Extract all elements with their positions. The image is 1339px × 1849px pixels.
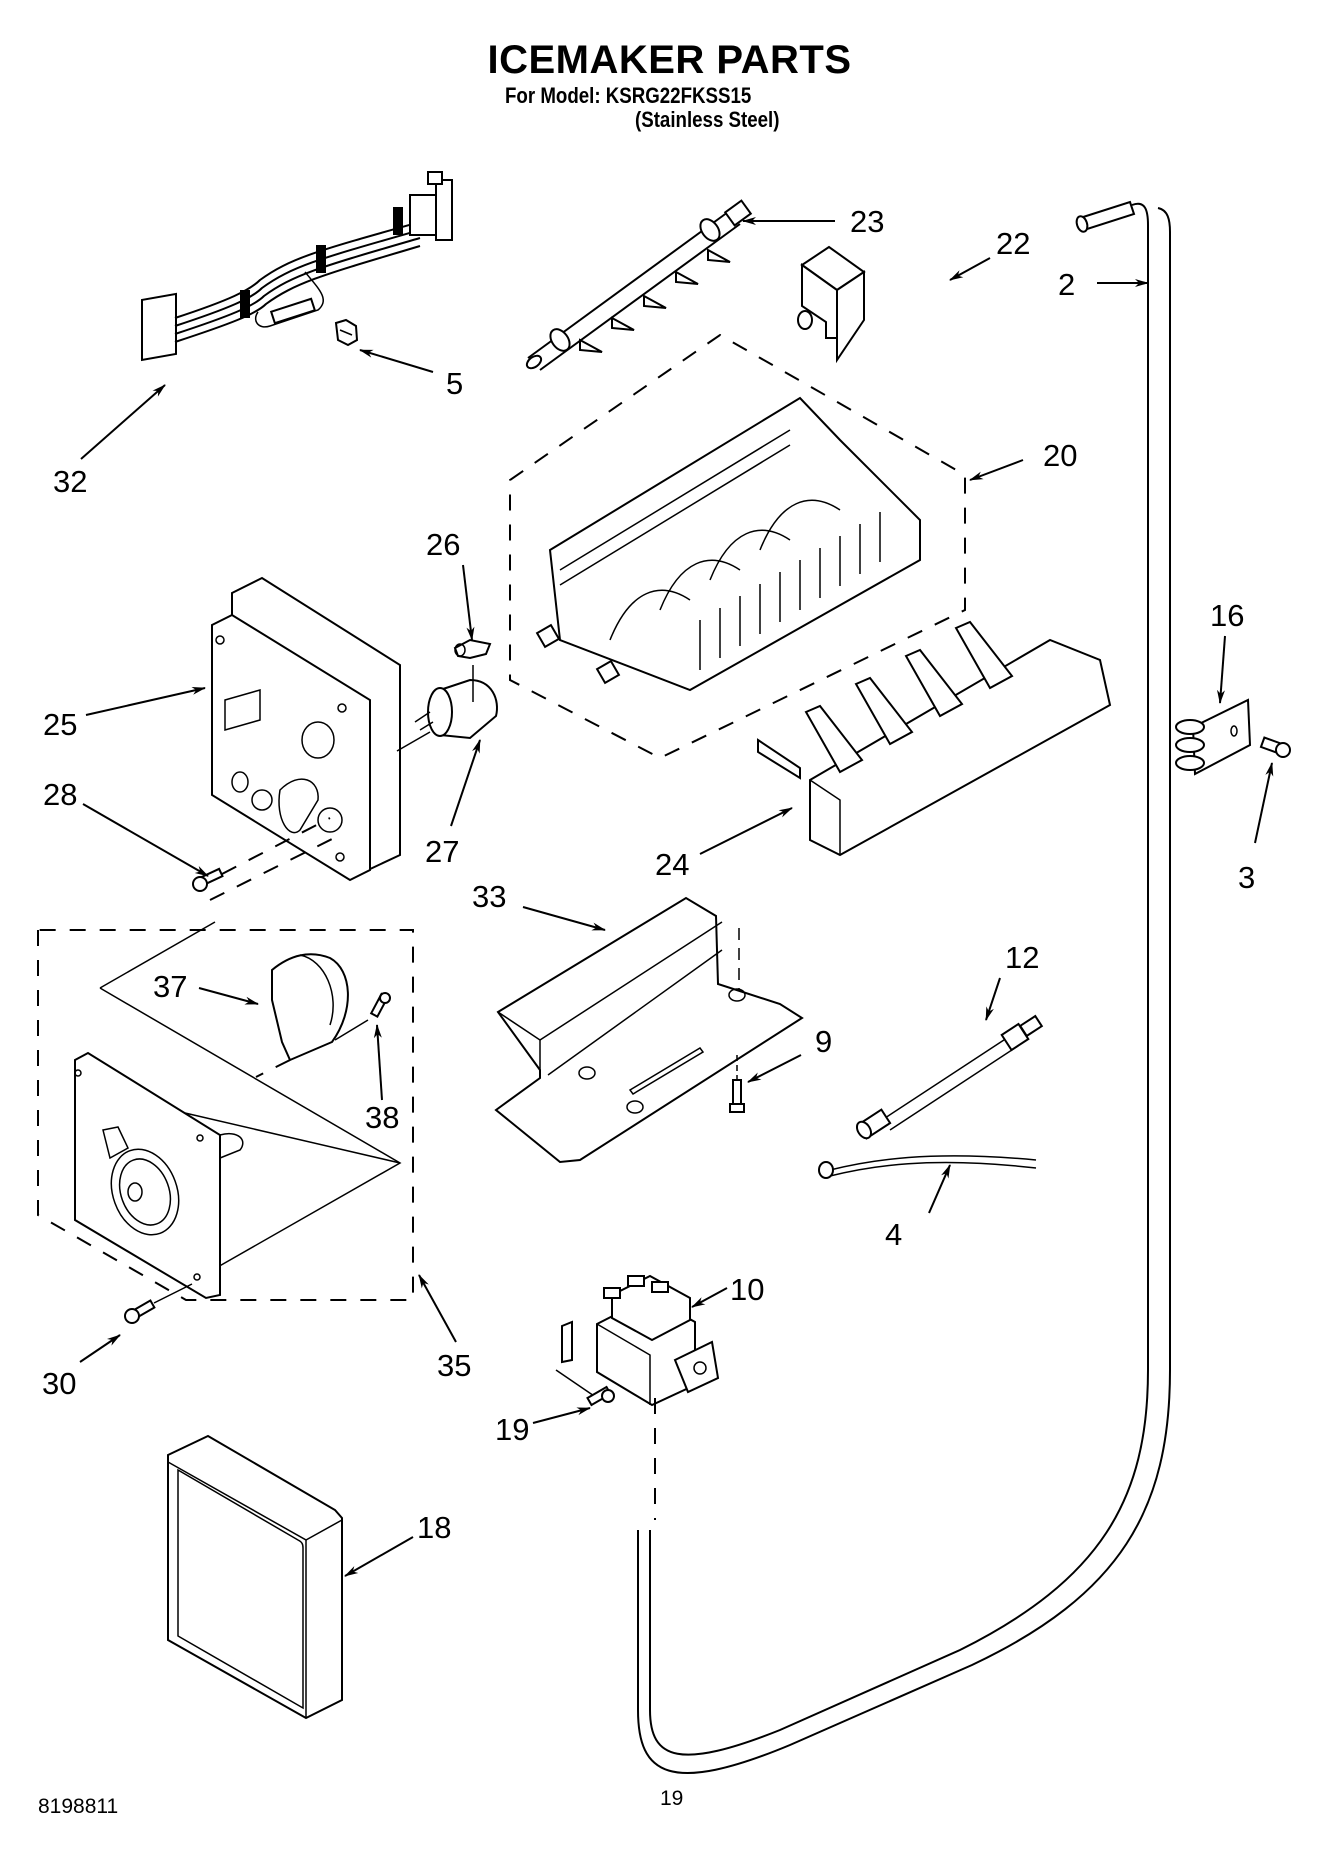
callout-4: 4 [885, 1217, 902, 1252]
callout-23: 23 [850, 204, 884, 239]
part-23-ejector [525, 199, 753, 371]
finish-line: (Stainless Steel) [635, 107, 780, 132]
part-16-clamp [1175, 698, 1252, 776]
callout-27: 27 [425, 834, 459, 869]
callout-20: 20 [1043, 438, 1077, 473]
callout-25: 25 [43, 707, 77, 742]
part-26-clip [453, 638, 492, 660]
callout-22: 22 [996, 226, 1030, 261]
page-number: 19 [660, 1787, 684, 1810]
part-22-bracket [797, 245, 866, 364]
part-20-ice-mold [509, 333, 966, 760]
callout-32: 32 [53, 464, 87, 499]
callout-37: 37 [153, 969, 187, 1004]
callout-18: 18 [417, 1510, 451, 1545]
part-10-valve [555, 1274, 720, 1407]
model-line: For Model: KSRG22FKSS15 [505, 83, 752, 108]
page-title: ICEMAKER PARTS [487, 38, 852, 82]
part-37-motor [255, 953, 349, 1078]
callout-30: 30 [42, 1366, 76, 1401]
part-28-screw [192, 817, 341, 901]
part-38-screw [334, 992, 391, 1041]
part-3-screw [1259, 736, 1291, 758]
part-4-tube [818, 1155, 1037, 1179]
part-27-thermostat [396, 665, 498, 752]
callout-38: 38 [365, 1100, 399, 1135]
part-5-clip [334, 318, 359, 347]
callout-2: 2 [1058, 267, 1075, 302]
callout-19: 19 [495, 1412, 529, 1447]
callout-35: 35 [437, 1348, 471, 1383]
part-24-stripper [757, 620, 1112, 857]
callout-26: 26 [426, 527, 460, 562]
part-19-screw [586, 1385, 615, 1407]
part-35-module-kit [37, 921, 414, 1301]
part-32-wire-harness [141, 171, 453, 362]
callout-10: 10 [730, 1272, 764, 1307]
mold-fins [699, 512, 881, 670]
part-25-housing [211, 576, 401, 882]
callout-24: 24 [655, 847, 689, 882]
callout-arrows [79, 217, 1274, 1577]
callout-16: 16 [1210, 598, 1244, 633]
callout-28: 28 [43, 777, 77, 812]
callout-5: 5 [446, 366, 463, 401]
callout-3: 3 [1238, 860, 1255, 895]
callout-9: 9 [815, 1024, 832, 1059]
part-30-screw [124, 1283, 193, 1324]
callout-12: 12 [1005, 940, 1039, 975]
part-12-tube [855, 1014, 1044, 1140]
part-33-cover [494, 896, 804, 1164]
part-9-screw [729, 1055, 745, 1113]
callout-33: 33 [472, 879, 506, 914]
part-2-fill-tube [637, 200, 1171, 1775]
document-number: 8198811 [38, 1795, 119, 1818]
part-18-cover [167, 1434, 343, 1720]
